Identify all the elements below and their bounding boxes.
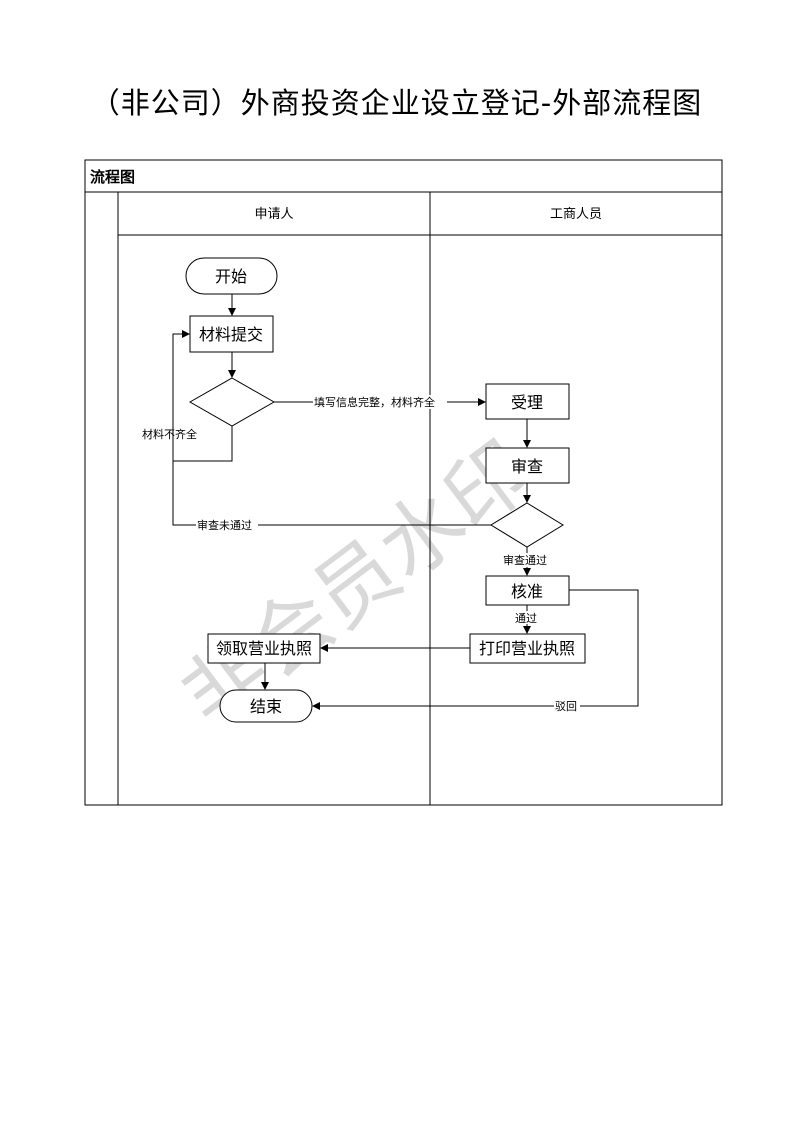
flowchart-table	[84, 159, 723, 806]
print-license-label: 打印营业执照	[479, 639, 575, 658]
page-title: （非公司）外商投资企业设立登记-外部流程图	[90, 86, 703, 120]
receive-license-label: 领取营业执照	[216, 639, 312, 658]
edge-review-fail-label: 审查未通过	[197, 518, 252, 532]
submit-node	[189, 315, 274, 353]
table-header: 流程图	[90, 168, 135, 186]
start-label: 开始	[215, 267, 247, 286]
edge-incomplete-label: 材料不齐全	[142, 427, 197, 441]
edge-reject	[312, 589, 639, 710]
check-decision	[188, 377, 276, 427]
approve-label: 核准	[511, 582, 543, 601]
edge-complete-label: 填写信息完整，材料齐全	[314, 395, 435, 409]
lane-staff: 工商人员	[550, 207, 602, 222]
edge-reject-label: 驳回	[555, 700, 577, 713]
lane-applicant: 申请人	[254, 207, 293, 222]
accept-label: 受理	[511, 393, 543, 412]
approve-node	[485, 575, 570, 606]
print-license-node	[469, 633, 586, 664]
review-node	[485, 447, 570, 484]
edge-review-fail	[172, 461, 491, 526]
edge-pass-label: 通过	[515, 612, 537, 625]
end-label: 结束	[250, 697, 282, 716]
submit-label: 材料提交	[199, 325, 263, 344]
review-label: 审查	[511, 457, 543, 476]
edge-review-pass-label: 审查通过	[503, 553, 547, 567]
